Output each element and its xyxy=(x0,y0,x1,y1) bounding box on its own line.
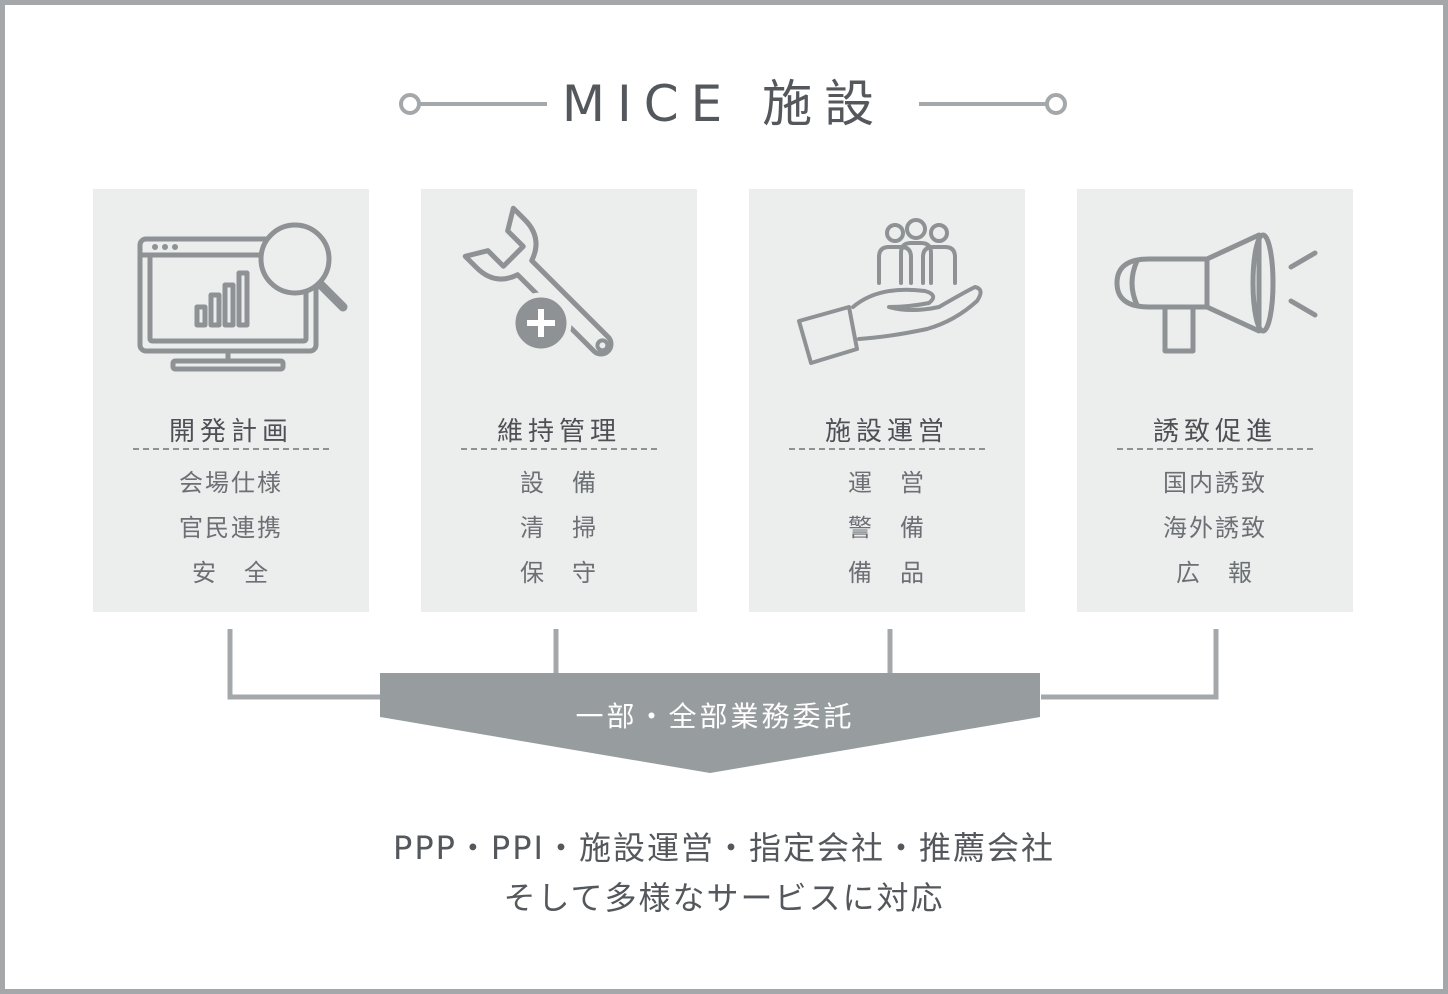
card-item: 保 守 xyxy=(520,559,598,587)
card-item: 警 備 xyxy=(848,514,926,542)
card-item: 設 備 xyxy=(520,469,598,497)
card-item-list: 会場仕様 官民連携 安 全 xyxy=(93,461,369,596)
title-right-decoration xyxy=(919,93,1067,115)
banner-arrow xyxy=(380,673,1040,773)
dashed-divider xyxy=(133,448,329,450)
dashed-divider xyxy=(1117,448,1313,450)
wrench-plus-icon xyxy=(462,205,614,357)
card-title: 開発計画 xyxy=(168,417,293,447)
card-item-list: 設 備 清 掃 保 守 xyxy=(421,461,697,596)
card-facility-operation: 施設運営 運 営 警 備 備 品 xyxy=(749,189,1025,612)
card-item: 運 営 xyxy=(848,469,926,497)
card-development-planning: 開発計画 会場仕様 官民連携 安 全 xyxy=(93,189,369,612)
card-item: 備 品 xyxy=(848,559,926,587)
title-left-decoration xyxy=(399,93,547,115)
card-item: 安 全 xyxy=(192,559,270,587)
card-item-list: 運 営 警 備 備 品 xyxy=(749,461,1025,596)
connector-lines xyxy=(227,629,1219,773)
dashed-divider xyxy=(789,448,985,450)
card-item: 官民連携 xyxy=(179,514,283,542)
card-title: 維持管理 xyxy=(496,417,621,447)
card-item: 海外誘致 xyxy=(1163,514,1267,542)
card-item: 会場仕様 xyxy=(179,469,283,497)
card-item: 広 報 xyxy=(1176,559,1254,587)
card-title: 施設運営 xyxy=(824,417,949,447)
card-item-list: 国内誘致 海外誘致 広 報 xyxy=(1077,461,1353,596)
card-maintenance: 維持管理 設 備 清 掃 保 守 xyxy=(421,189,697,612)
hand-people-icon xyxy=(797,218,983,365)
dashed-divider xyxy=(461,448,657,450)
diagram-title: MICE 施設 xyxy=(561,75,887,133)
monitor-chart-magnifier-icon xyxy=(137,222,348,372)
card-title: 誘致促進 xyxy=(1152,417,1277,447)
footer-line-2: そして多様なサービスに対応 xyxy=(503,879,945,917)
card-item: 国内誘致 xyxy=(1163,469,1267,497)
card-item: 清 掃 xyxy=(520,514,598,542)
outsourcing-banner-label: 一部・全部業務委託 xyxy=(575,700,855,733)
card-attraction-promotion: 誘致促進 国内誘致 海外誘致 広 報 xyxy=(1077,189,1353,612)
megaphone-icon xyxy=(1114,232,1318,354)
footer-line-1: PPP・PPI・施設運営・指定会社・推薦会社 xyxy=(393,829,1055,867)
